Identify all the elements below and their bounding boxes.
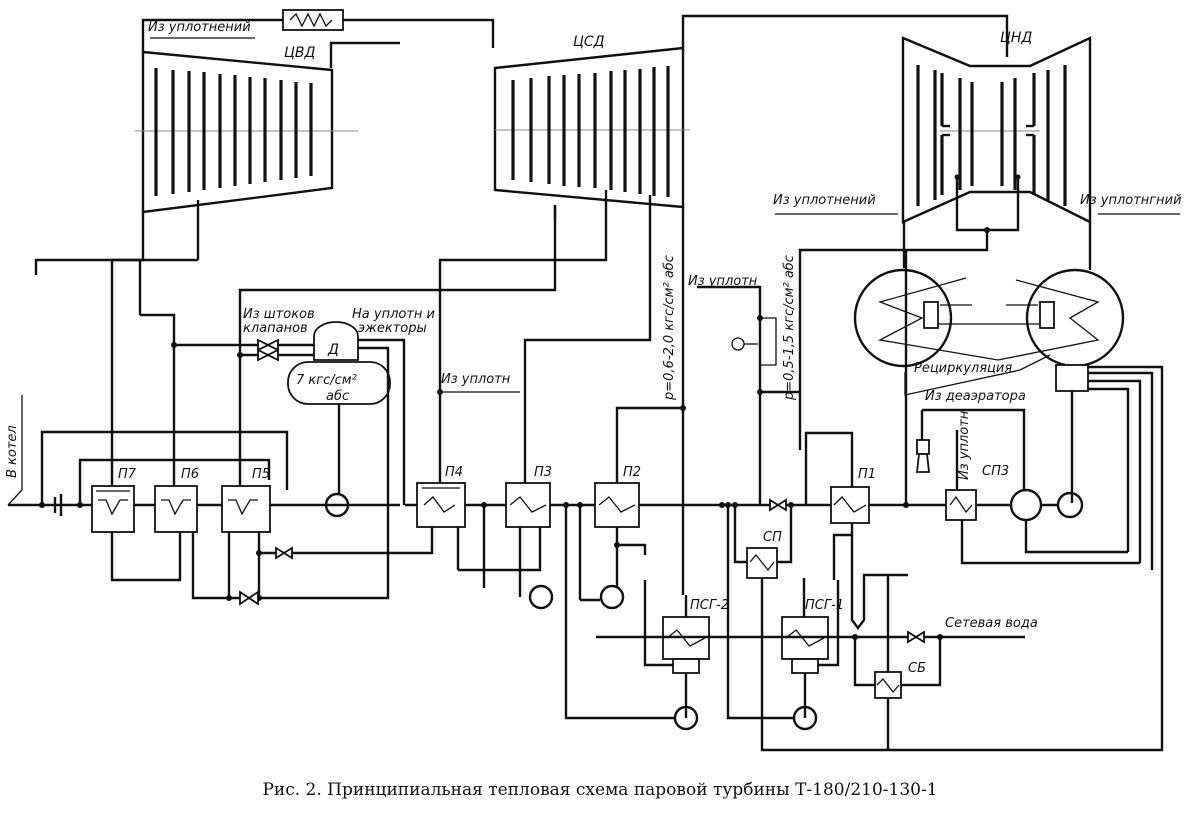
from-valve-stems-label-2: клапанов <box>243 321 308 336</box>
condensate-pump <box>1056 491 1084 519</box>
heater-psg1-label: ПСГ-1 <box>805 598 844 613</box>
valve[interactable] <box>907 630 925 644</box>
hp-cylinder-label: ЦВД <box>284 45 315 61</box>
pressure-psg1-label: p=0,5-1,5 кгс/см² абс <box>782 255 797 401</box>
deaerator: Д 7 кгс/см² абс <box>287 321 391 405</box>
deaerator-pressure-unit: абс <box>326 389 349 404</box>
steam-ejector <box>916 439 930 455</box>
heater-p2 <box>594 482 640 528</box>
heater-p3-label: П3 <box>534 465 552 480</box>
deaerator-pressure: 7 кгс/см² <box>296 373 357 388</box>
from-seals-top-label: Из уплотнений <box>148 20 251 35</box>
hp-blades <box>154 68 313 196</box>
figure-caption: Рис. 2. Принципиальная тепловая схема па… <box>262 780 938 800</box>
heater-p7-label: П7 <box>118 467 137 482</box>
deaerator-label: Д <box>327 342 339 358</box>
heater-p1-label: П1 <box>858 467 876 482</box>
hp-cylinder: ЦВД <box>135 45 358 214</box>
from-seals-lp-right-label: Из уплотнгний <box>1080 193 1182 208</box>
valve[interactable] <box>275 546 293 560</box>
heater-psg2-label: ПСГ-2 <box>690 598 729 613</box>
condensate-collector <box>1055 364 1089 392</box>
pressure-psg2-label: p=0,6-2,0 кгс/см² абс <box>662 255 677 401</box>
heater-p1 <box>830 486 870 524</box>
lp-cylinder-label: ЦНД <box>1000 30 1032 46</box>
heater-p6 <box>154 485 198 533</box>
from-valve-stems-label-1: Из штоков <box>243 307 315 322</box>
heater-p6-label: П6 <box>181 467 199 482</box>
heater-p4 <box>416 482 466 528</box>
heater-sb-label: СБ <box>908 661 926 676</box>
heater-p2-label: П2 <box>623 465 641 480</box>
drain-pump-p2 <box>599 584 625 610</box>
heater-p7 <box>91 485 135 533</box>
lp-cylinder: ЦНД <box>901 30 1092 224</box>
from-seals-lp-left-label: Из уплотнений <box>773 193 876 208</box>
to-seals-ejectors-label-1: На уплотн и <box>352 307 435 322</box>
seal-steam-heater <box>282 9 344 31</box>
heater-sp-label: СП <box>763 530 782 545</box>
drain-pump-p3 <box>528 584 554 610</box>
valve[interactable] <box>239 590 259 606</box>
ejector-cooler-right <box>1039 301 1055 329</box>
heater-p3 <box>505 482 551 528</box>
ip-cylinder: ЦСД <box>493 34 690 209</box>
ejector-cooler-left <box>923 301 939 329</box>
heater-p5 <box>221 485 271 533</box>
from-deaerator-label: Из деаэратора <box>925 389 1026 404</box>
condenser-left <box>853 268 953 368</box>
feed-pump <box>324 492 350 518</box>
heater-sb <box>874 671 902 699</box>
heater-p5-label: П5 <box>252 467 270 482</box>
from-seals-mid-label: Из уплотн <box>688 274 758 289</box>
to-seals-ejectors-label-2: эжекторы <box>358 321 427 336</box>
ejector-pump <box>1009 488 1043 522</box>
network-water-label: Сетевая вода <box>945 616 1038 631</box>
heater-sp <box>746 547 778 579</box>
from-seals-sp3-label: Из уплотн <box>957 410 972 480</box>
valve[interactable] <box>257 338 279 362</box>
steam-trap <box>731 337 745 351</box>
ip-cylinder-label: ЦСД <box>573 34 605 50</box>
heater-sp3-label: СП3 <box>982 464 1009 479</box>
from-seals-p4-label: Из уплотн <box>441 372 511 387</box>
heater-p4-label: П4 <box>445 465 463 480</box>
valve[interactable] <box>769 498 787 512</box>
to-boiler-label: В котел <box>5 425 20 478</box>
recirculation-label: Рециркуляция <box>914 361 1012 376</box>
